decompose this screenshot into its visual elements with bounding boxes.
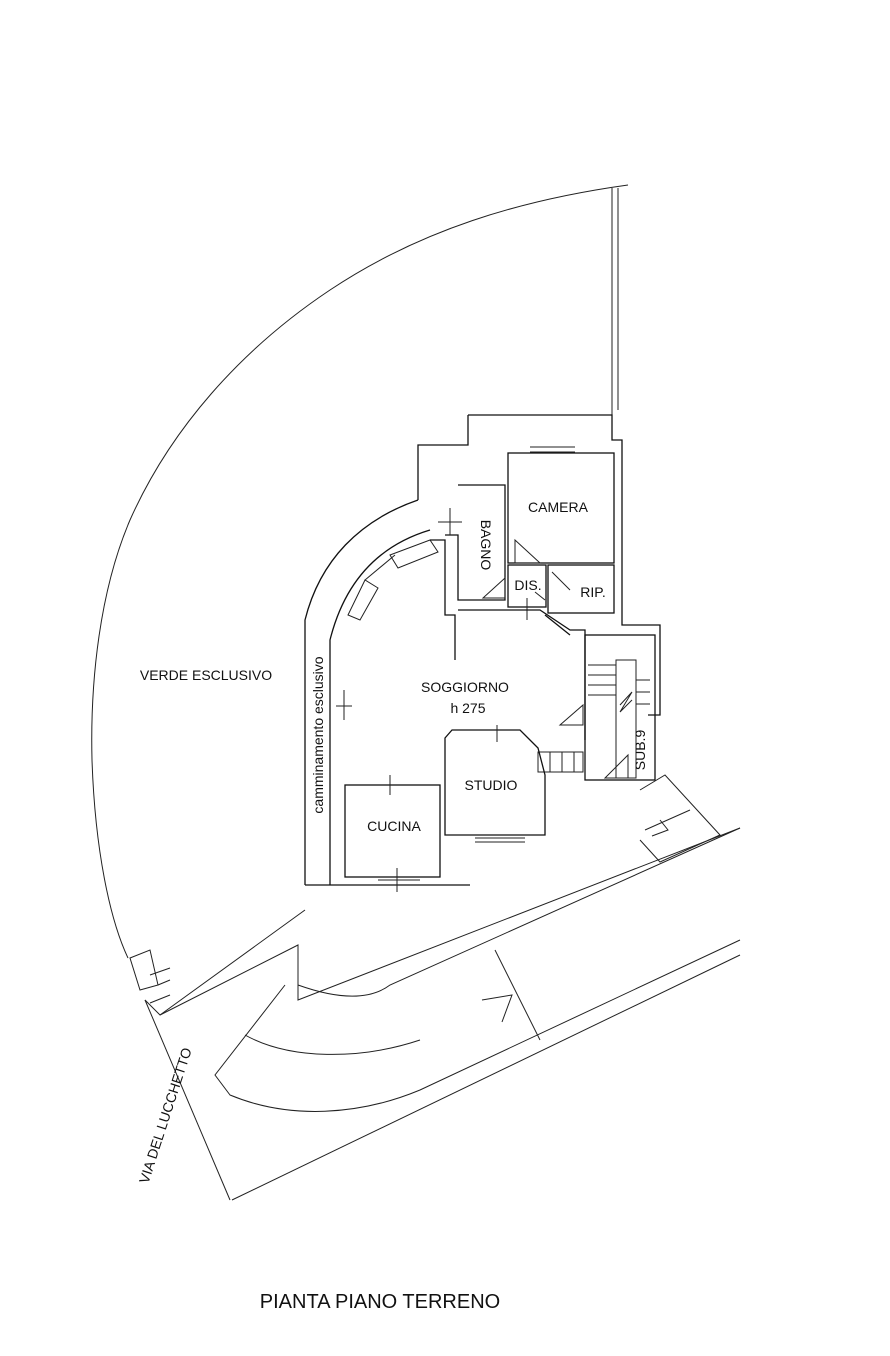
building-outline [304, 414, 661, 886]
height-label: h 275 [450, 700, 485, 716]
camminamento-label: camminamento esclusivo [310, 656, 326, 813]
room-soggiorno [336, 539, 456, 720]
studio-label: STUDIO [465, 777, 518, 793]
corridor [458, 609, 586, 740]
rip-label: RIP. [580, 584, 605, 600]
verde-label: VERDE ESCLUSIVO [140, 667, 272, 683]
room-studio [444, 725, 546, 843]
room-rip [547, 564, 615, 614]
driveway [129, 827, 741, 1201]
exterior-steps [639, 774, 721, 863]
room-camera [507, 446, 615, 564]
sub-label: SUB.9 [632, 730, 648, 771]
room-bagno [438, 484, 506, 601]
via-label: VIA DEL LUCCHETTO [136, 1046, 195, 1186]
room-cucina [344, 775, 441, 892]
dis-label: DIS. [514, 577, 541, 593]
camera-label: CAMERA [528, 499, 589, 515]
room-dis [507, 564, 547, 620]
soggiorno-label: SOGGIORNO [421, 679, 509, 695]
steps [537, 751, 584, 773]
plan-title: PIANTA PIANO TERRENO [260, 1291, 500, 1313]
cucina-label: CUCINA [367, 818, 421, 834]
bagno-label: BAGNO [478, 520, 494, 571]
stair-block [558, 634, 656, 781]
